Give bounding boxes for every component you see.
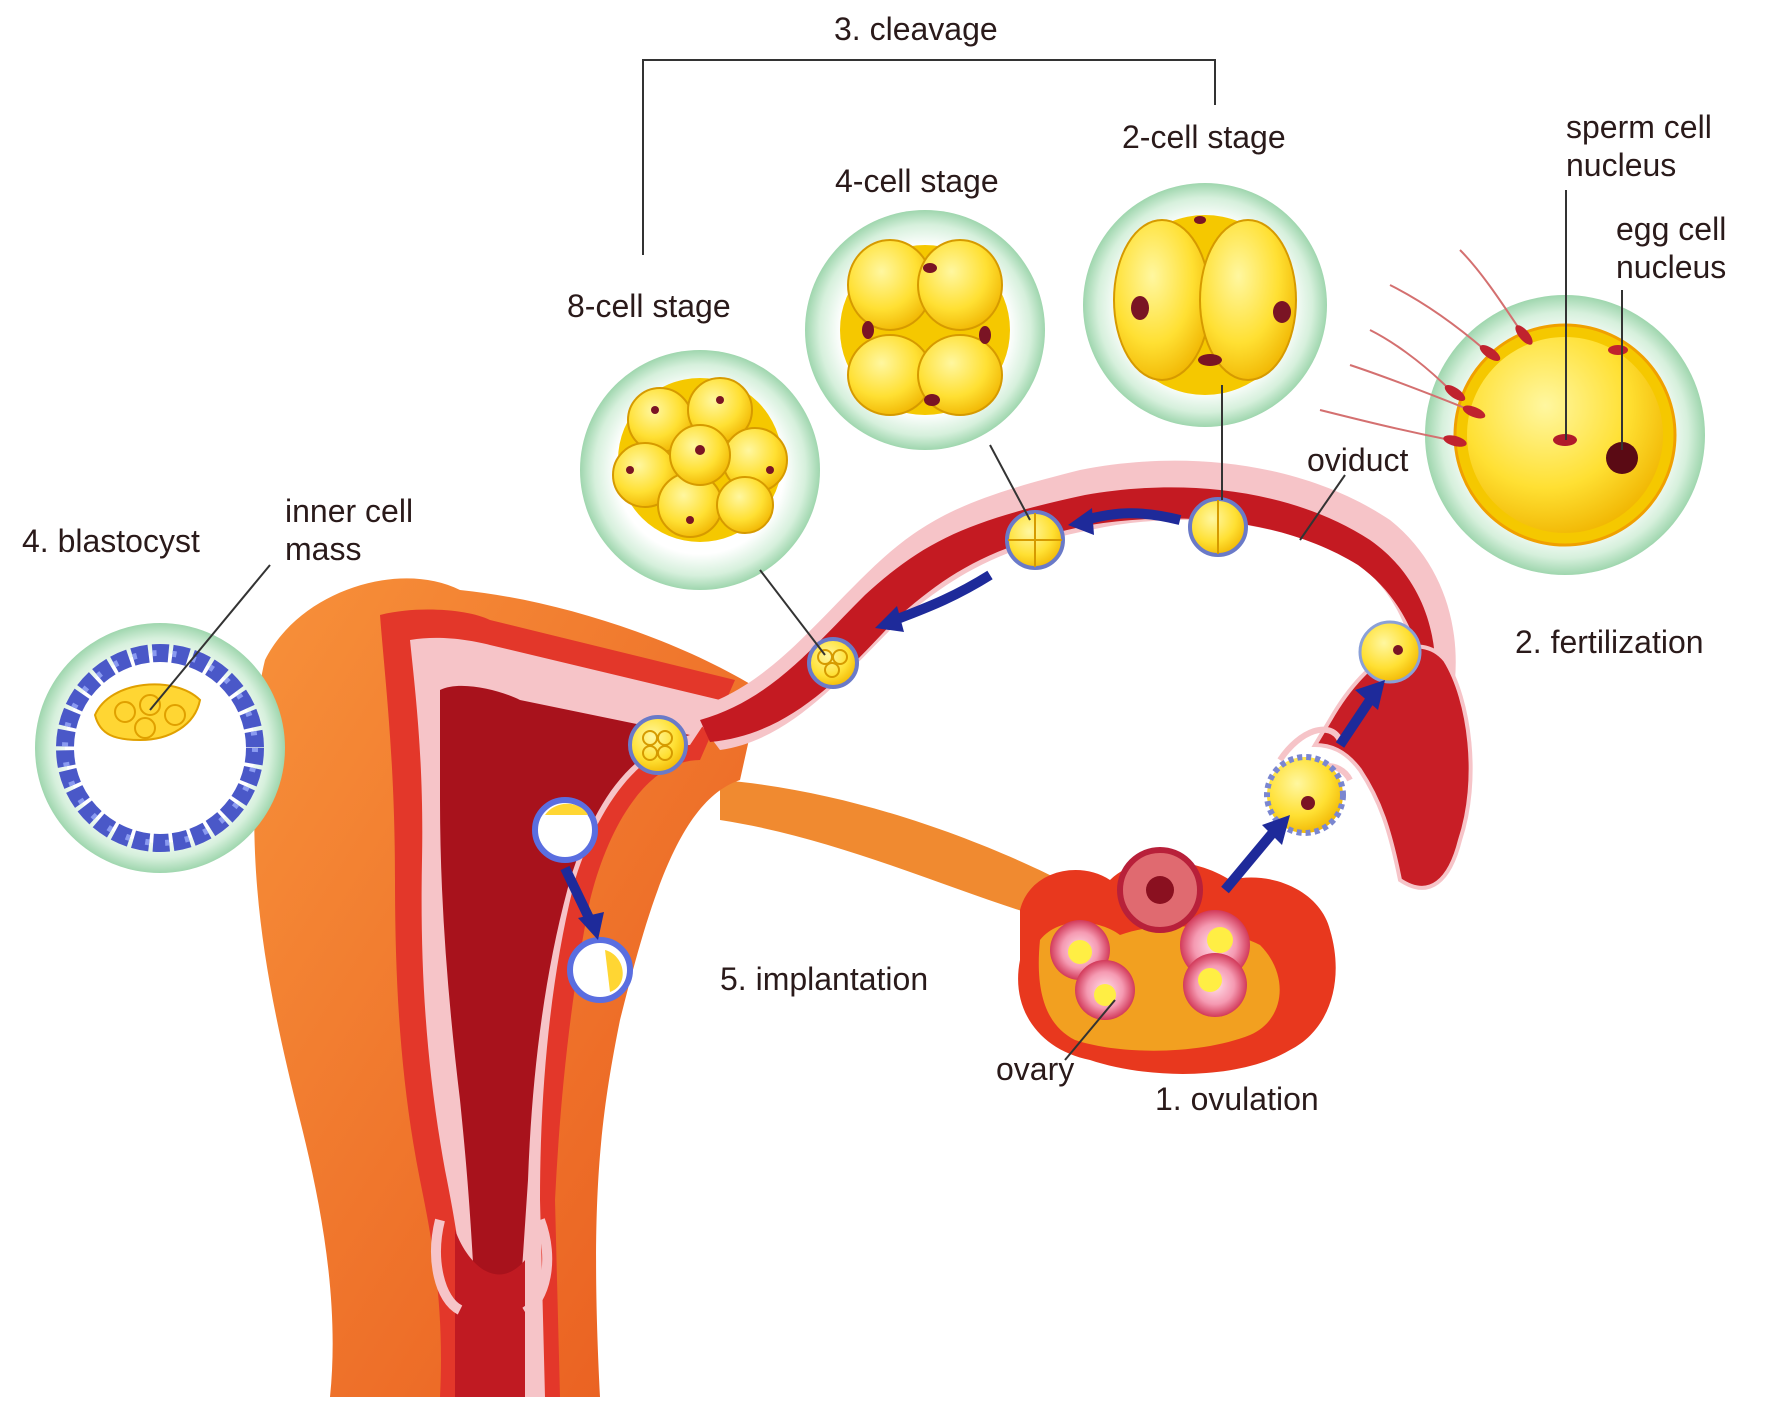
- ovarian-ligament: [720, 780, 1070, 925]
- oviduct-label: oviduct: [1307, 441, 1408, 479]
- four-cell-stage-label: 4-cell stage: [835, 162, 999, 200]
- fertilized-egg-in-tube: [1360, 622, 1420, 682]
- egg-cell-nucleus-label: egg cell nucleus: [1616, 210, 1756, 286]
- blastocyst-inset: [65, 653, 255, 843]
- four-cell-embryo: [840, 240, 1010, 415]
- inner-cell-mass-label: inner cell mass: [285, 492, 445, 568]
- morula-in-uterus: [630, 717, 686, 773]
- implantation-label: 5. implantation: [720, 960, 928, 998]
- sperm-cell-nucleus-label: sperm cell nucleus: [1566, 108, 1746, 184]
- cleavage-label: 3. cleavage: [834, 10, 998, 48]
- ovary-label: ovary: [996, 1050, 1074, 1088]
- eight-cell-stage-label: 8-cell stage: [567, 287, 731, 325]
- fertilization-label: 2. fertilization: [1515, 623, 1704, 661]
- blastocyst-label: 4. blastocyst: [22, 522, 200, 560]
- ovulation-label: 1. ovulation: [1155, 1080, 1319, 1118]
- two-cell-embryo: [1114, 215, 1296, 395]
- two-cell-stage-label: 2-cell stage: [1122, 118, 1286, 156]
